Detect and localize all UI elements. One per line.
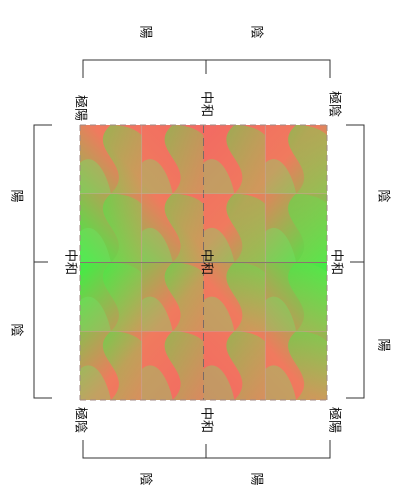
- wave-shape: [203, 159, 235, 194]
- label-bottom-yin: 陰: [137, 472, 153, 486]
- wave-shape: [164, 125, 204, 194]
- label-top-neutral: 中和: [198, 90, 214, 118]
- wave-shape: [203, 296, 235, 332]
- label-corner-tr-extreme-yin: 極陰: [326, 90, 342, 118]
- wave-shape: [102, 193, 142, 263]
- wave-shape: [164, 331, 204, 400]
- label-right-yin: 陰: [375, 189, 391, 203]
- wave-shape: [164, 193, 204, 263]
- wave-shape: [265, 227, 297, 263]
- wave-shape: [102, 262, 142, 332]
- wave-shape: [80, 227, 111, 263]
- wave-shape: [226, 331, 266, 400]
- label-right-neutral: 中和: [328, 248, 344, 276]
- label-left-yang: 陽: [8, 189, 24, 203]
- wave-shape: [141, 296, 173, 332]
- label-bottom-neutral: 中和: [198, 406, 214, 434]
- label-left-neutral: 中和: [62, 248, 78, 276]
- label-corner-bl-extreme-yin: 極陰: [72, 406, 88, 434]
- wave-shape: [80, 365, 111, 400]
- wave-shape: [226, 125, 266, 194]
- wave-shape: [226, 262, 266, 332]
- wave-shape: [80, 296, 111, 332]
- label-top-yin: 陰: [248, 25, 264, 39]
- wave-shape: [288, 193, 327, 263]
- top-bracket: [82, 59, 331, 78]
- wave-shape: [288, 125, 327, 194]
- wave-shape: [164, 262, 204, 332]
- wave-shape: [203, 365, 235, 400]
- label-corner-br-extreme-yang: 極陽: [326, 406, 342, 434]
- wave-shape: [102, 331, 142, 400]
- wave-shape: [265, 159, 297, 194]
- wave-shape: [102, 125, 142, 194]
- wave-shape: [141, 365, 173, 400]
- label-top-yang: 陽: [137, 25, 153, 39]
- wave-shape: [265, 365, 297, 400]
- wave-shape: [80, 159, 111, 194]
- right-bracket: [346, 124, 365, 399]
- wave-shape: [288, 331, 327, 400]
- wave-shape: [288, 262, 327, 332]
- left-bracket: [33, 124, 52, 399]
- label-right-yang: 陽: [375, 338, 391, 352]
- wave-shape: [203, 227, 235, 263]
- wave-shape: [265, 296, 297, 332]
- wave-shape: [141, 227, 173, 263]
- bottom-bracket: [82, 440, 331, 459]
- wave-shape: [226, 193, 266, 263]
- label-left-yin: 陰: [8, 323, 24, 337]
- label-bottom-yang: 陽: [248, 472, 264, 486]
- label-corner-tl-extreme-yang: 極陽: [72, 94, 88, 122]
- label-center-neutral: 中和: [198, 248, 214, 276]
- wave-shape: [141, 159, 173, 194]
